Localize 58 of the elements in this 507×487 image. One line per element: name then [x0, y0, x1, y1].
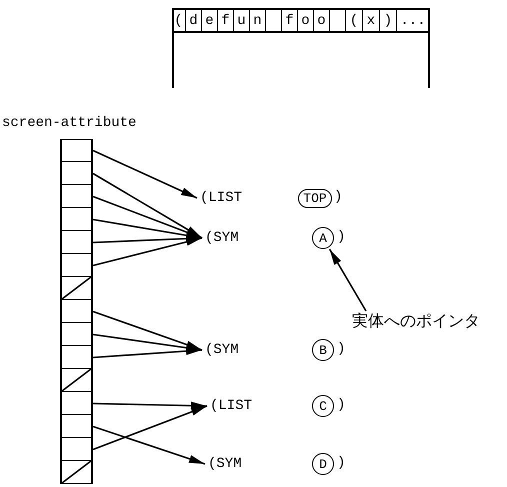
annotation: 実体へのポインタ: [352, 311, 504, 331]
column-title: screen-attribute: [2, 116, 136, 130]
buffer-character: n: [253, 14, 262, 28]
closing-paren: ): [337, 230, 346, 244]
type-tag: (LIST: [200, 189, 244, 207]
buffer-character: (: [174, 14, 183, 28]
nil-cell: [60, 368, 93, 392]
pointer-cell: [60, 253, 93, 277]
type-tag: (SYM: [208, 455, 252, 473]
pointer-arrow: [92, 234, 202, 244]
buffer-character: f: [285, 14, 294, 28]
buffer-character: f: [221, 14, 230, 28]
pointer-cell: [60, 139, 93, 162]
pointer-cell: [60, 322, 93, 346]
closing-paren: ): [334, 190, 342, 204]
circled-name: C: [312, 395, 334, 417]
pointer-arrow: [92, 196, 202, 239]
buffer-character: ...: [400, 14, 426, 28]
nil-cell: [60, 276, 93, 300]
pointer-cell: [60, 437, 93, 461]
leader-arrow: [328, 248, 367, 312]
pointer-arrow: [92, 405, 208, 450]
pointer-cell: [60, 414, 93, 438]
circled-name: D: [312, 453, 334, 475]
buffer-character: e: [205, 14, 214, 28]
buffer-character: x: [366, 14, 376, 28]
type-tag: (SYM: [205, 229, 249, 247]
pointer-arrow: [92, 218, 202, 240]
circled-name: TOP: [298, 189, 332, 208]
type-tag: (SYM: [205, 341, 249, 359]
buffer-character: u: [237, 14, 246, 28]
pointer-arrow: [92, 426, 206, 465]
pointer-cell: [60, 184, 93, 208]
pointer-cell: [60, 230, 93, 254]
buffer-character: ): [384, 14, 392, 28]
nil-cell: [60, 460, 93, 484]
buffer-character: o: [301, 14, 310, 28]
closing-paren: ): [337, 398, 346, 412]
pointer-arrow: [92, 310, 202, 351]
pointer-cell: [60, 391, 93, 415]
closing-paren: ): [337, 456, 346, 470]
closing-paren: ): [337, 342, 346, 356]
pointer-cell: [60, 345, 93, 369]
pointer-cell: [60, 207, 93, 231]
pointer-arrow: [92, 237, 202, 266]
circled-name: A: [312, 227, 334, 249]
type-tag: (LIST: [210, 397, 254, 415]
buffer-character: o: [317, 14, 326, 28]
buffer-character: d: [189, 14, 198, 28]
pointer-arrow: [92, 334, 202, 352]
circled-name: B: [312, 339, 334, 361]
buffer-character: (: [350, 14, 358, 28]
pointer-cell: [60, 161, 93, 185]
pointer-arrow: [92, 402, 208, 410]
pointer-arrow: [92, 172, 202, 239]
pointer-arrow: [92, 347, 202, 358]
pointer-arrow: [92, 150, 198, 199]
pointer-cell: [60, 299, 93, 323]
